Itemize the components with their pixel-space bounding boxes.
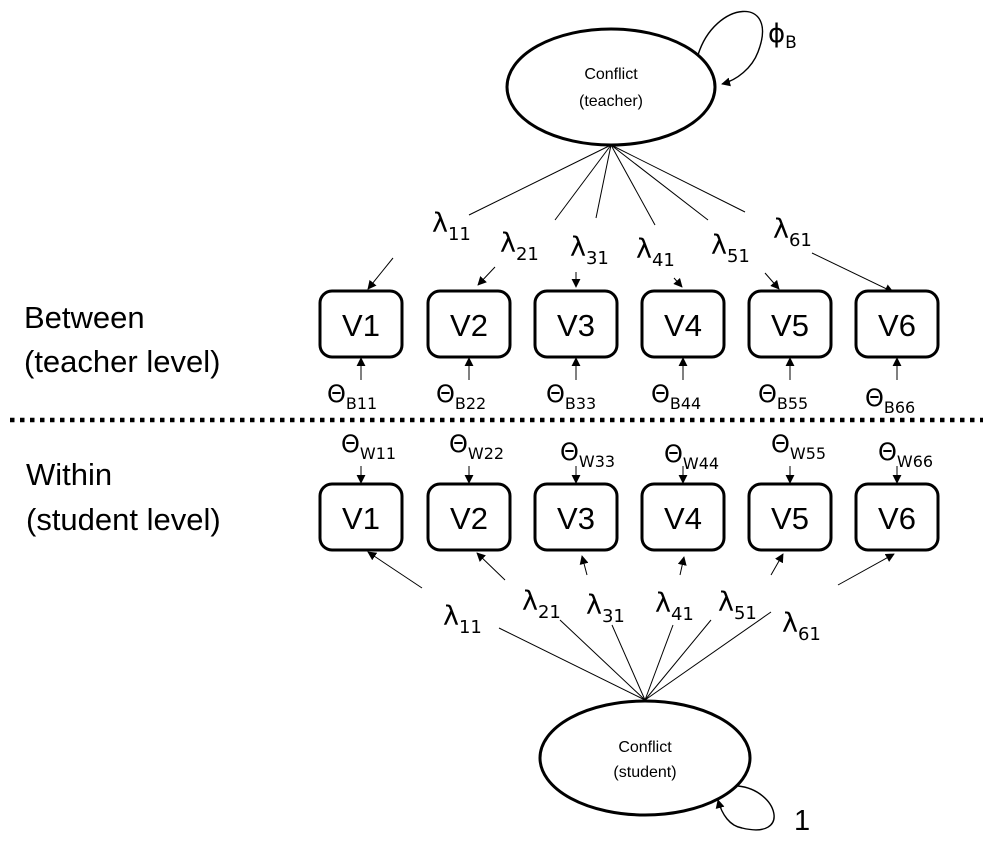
between-factor-name: Conflict	[584, 66, 638, 83]
within-indicator-label: V1	[342, 501, 380, 536]
between-residual-label: ΘB55	[758, 380, 808, 413]
between-label: Between	[24, 300, 145, 335]
between-loading-arrow	[764, 272, 780, 290]
between-indicator-box	[747, 289, 833, 359]
within-indicator-box	[318, 482, 404, 552]
within-loading-line	[559, 619, 646, 701]
between-indicator-label: V3	[557, 308, 595, 343]
within-indicator-box	[640, 482, 726, 552]
between-loading-label: λ31	[570, 232, 609, 269]
within-loading-line	[644, 624, 674, 701]
between-indicator-label: V6	[878, 308, 916, 343]
within-variance-label: 1	[794, 805, 810, 837]
within-residual-label: ΘW55	[771, 430, 826, 463]
within-indicator-box	[747, 482, 833, 552]
within-loading-line	[498, 627, 646, 701]
between-loading-line	[610, 144, 656, 226]
between-factor-level: (teacher)	[579, 93, 643, 110]
within-loading-line	[611, 624, 646, 701]
within-loading-label: λ11	[443, 601, 482, 638]
between-loading-label: λ21	[500, 228, 539, 265]
within-loading-label: λ31	[586, 590, 625, 627]
between-indicator-box	[533, 289, 619, 359]
between-indicator-label: V4	[664, 308, 702, 343]
within-factor-level: (student)	[613, 764, 676, 781]
within-indicator-label: V3	[557, 501, 595, 536]
between-loading-line	[610, 144, 709, 221]
between-loading-line	[595, 144, 612, 219]
within-loading-arrow	[579, 555, 589, 576]
between-residual-label: ΘB33	[546, 380, 596, 413]
within-loading-label: λ41	[655, 588, 694, 625]
between-loading-line	[468, 144, 612, 216]
within-indicator-label: V2	[450, 501, 488, 536]
within-residual-label: ΘW22	[449, 430, 504, 463]
between-loading-arrow	[477, 266, 496, 286]
between-indicator-label: V2	[450, 308, 488, 343]
between-loading-label: λ51	[711, 230, 750, 267]
between-loading-line	[554, 144, 612, 221]
within-label: Within	[26, 457, 112, 492]
between-loading-label: λ61	[773, 214, 812, 251]
between-residual-label: ΘB66	[865, 384, 915, 417]
within-indicators: λ11 V1 ΘW11 λ21 V2 ΘW22 λ31 V3 ΘW33 λ41 V4 ΘW44 λ51 V…	[318, 430, 940, 701]
between-loading-label: λ41	[636, 234, 675, 271]
within-loading-label: λ61	[782, 608, 821, 645]
within-loading-arrow	[476, 552, 506, 581]
within-residual-label: ΘW44	[664, 440, 719, 473]
within-residual-label: ΘW33	[560, 438, 615, 471]
between-indicator-label: V5	[771, 308, 809, 343]
within-factor-name: Conflict	[618, 739, 672, 756]
within-sublabel: (student level)	[26, 502, 221, 537]
within-indicator-label: V6	[878, 501, 916, 536]
between-variance-loop	[697, 10, 764, 87]
within-loading-arrow	[367, 551, 423, 589]
within-indicator-box	[533, 482, 619, 552]
between-indicator-box	[426, 289, 512, 359]
within-residual-label: ΘW66	[878, 438, 933, 471]
between-indicator-box	[640, 289, 726, 359]
within-loading-label: λ21	[522, 586, 561, 623]
within-indicator-label: V4	[664, 501, 702, 536]
between-indicator-label: V1	[342, 308, 380, 343]
between-loading-arrow	[673, 277, 683, 288]
within-loading-line	[644, 611, 772, 701]
between-residual-label: ΘB22	[436, 380, 486, 413]
between-loading-label: λ11	[432, 208, 471, 245]
between-sublabel: (teacher level)	[24, 344, 220, 379]
between-variance-label: ϕB	[768, 19, 797, 53]
within-loading-label: λ51	[718, 587, 757, 624]
within-loading-arrow	[770, 553, 784, 576]
within-loading-line	[644, 619, 712, 701]
between-loading-arrow	[811, 252, 894, 293]
between-factor-ellipse	[505, 27, 717, 147]
within-factor-ellipse	[538, 699, 752, 817]
within-loading-arrow	[837, 553, 895, 586]
between-residual-label: ΘB11	[327, 380, 377, 413]
between-residual-label: ΘB44	[651, 380, 701, 413]
within-indicator-box	[854, 482, 940, 552]
within-indicator-label: V5	[771, 501, 809, 536]
between-indicator-box	[854, 289, 940, 359]
within-variance-loop	[715, 785, 775, 831]
between-loading-arrow	[367, 257, 394, 290]
within-residual-label: ΘW11	[341, 430, 396, 463]
between-loading-line	[610, 144, 746, 213]
within-loading-arrow	[677, 556, 687, 576]
between-indicator-box	[318, 289, 404, 359]
within-indicator-box	[426, 482, 512, 552]
